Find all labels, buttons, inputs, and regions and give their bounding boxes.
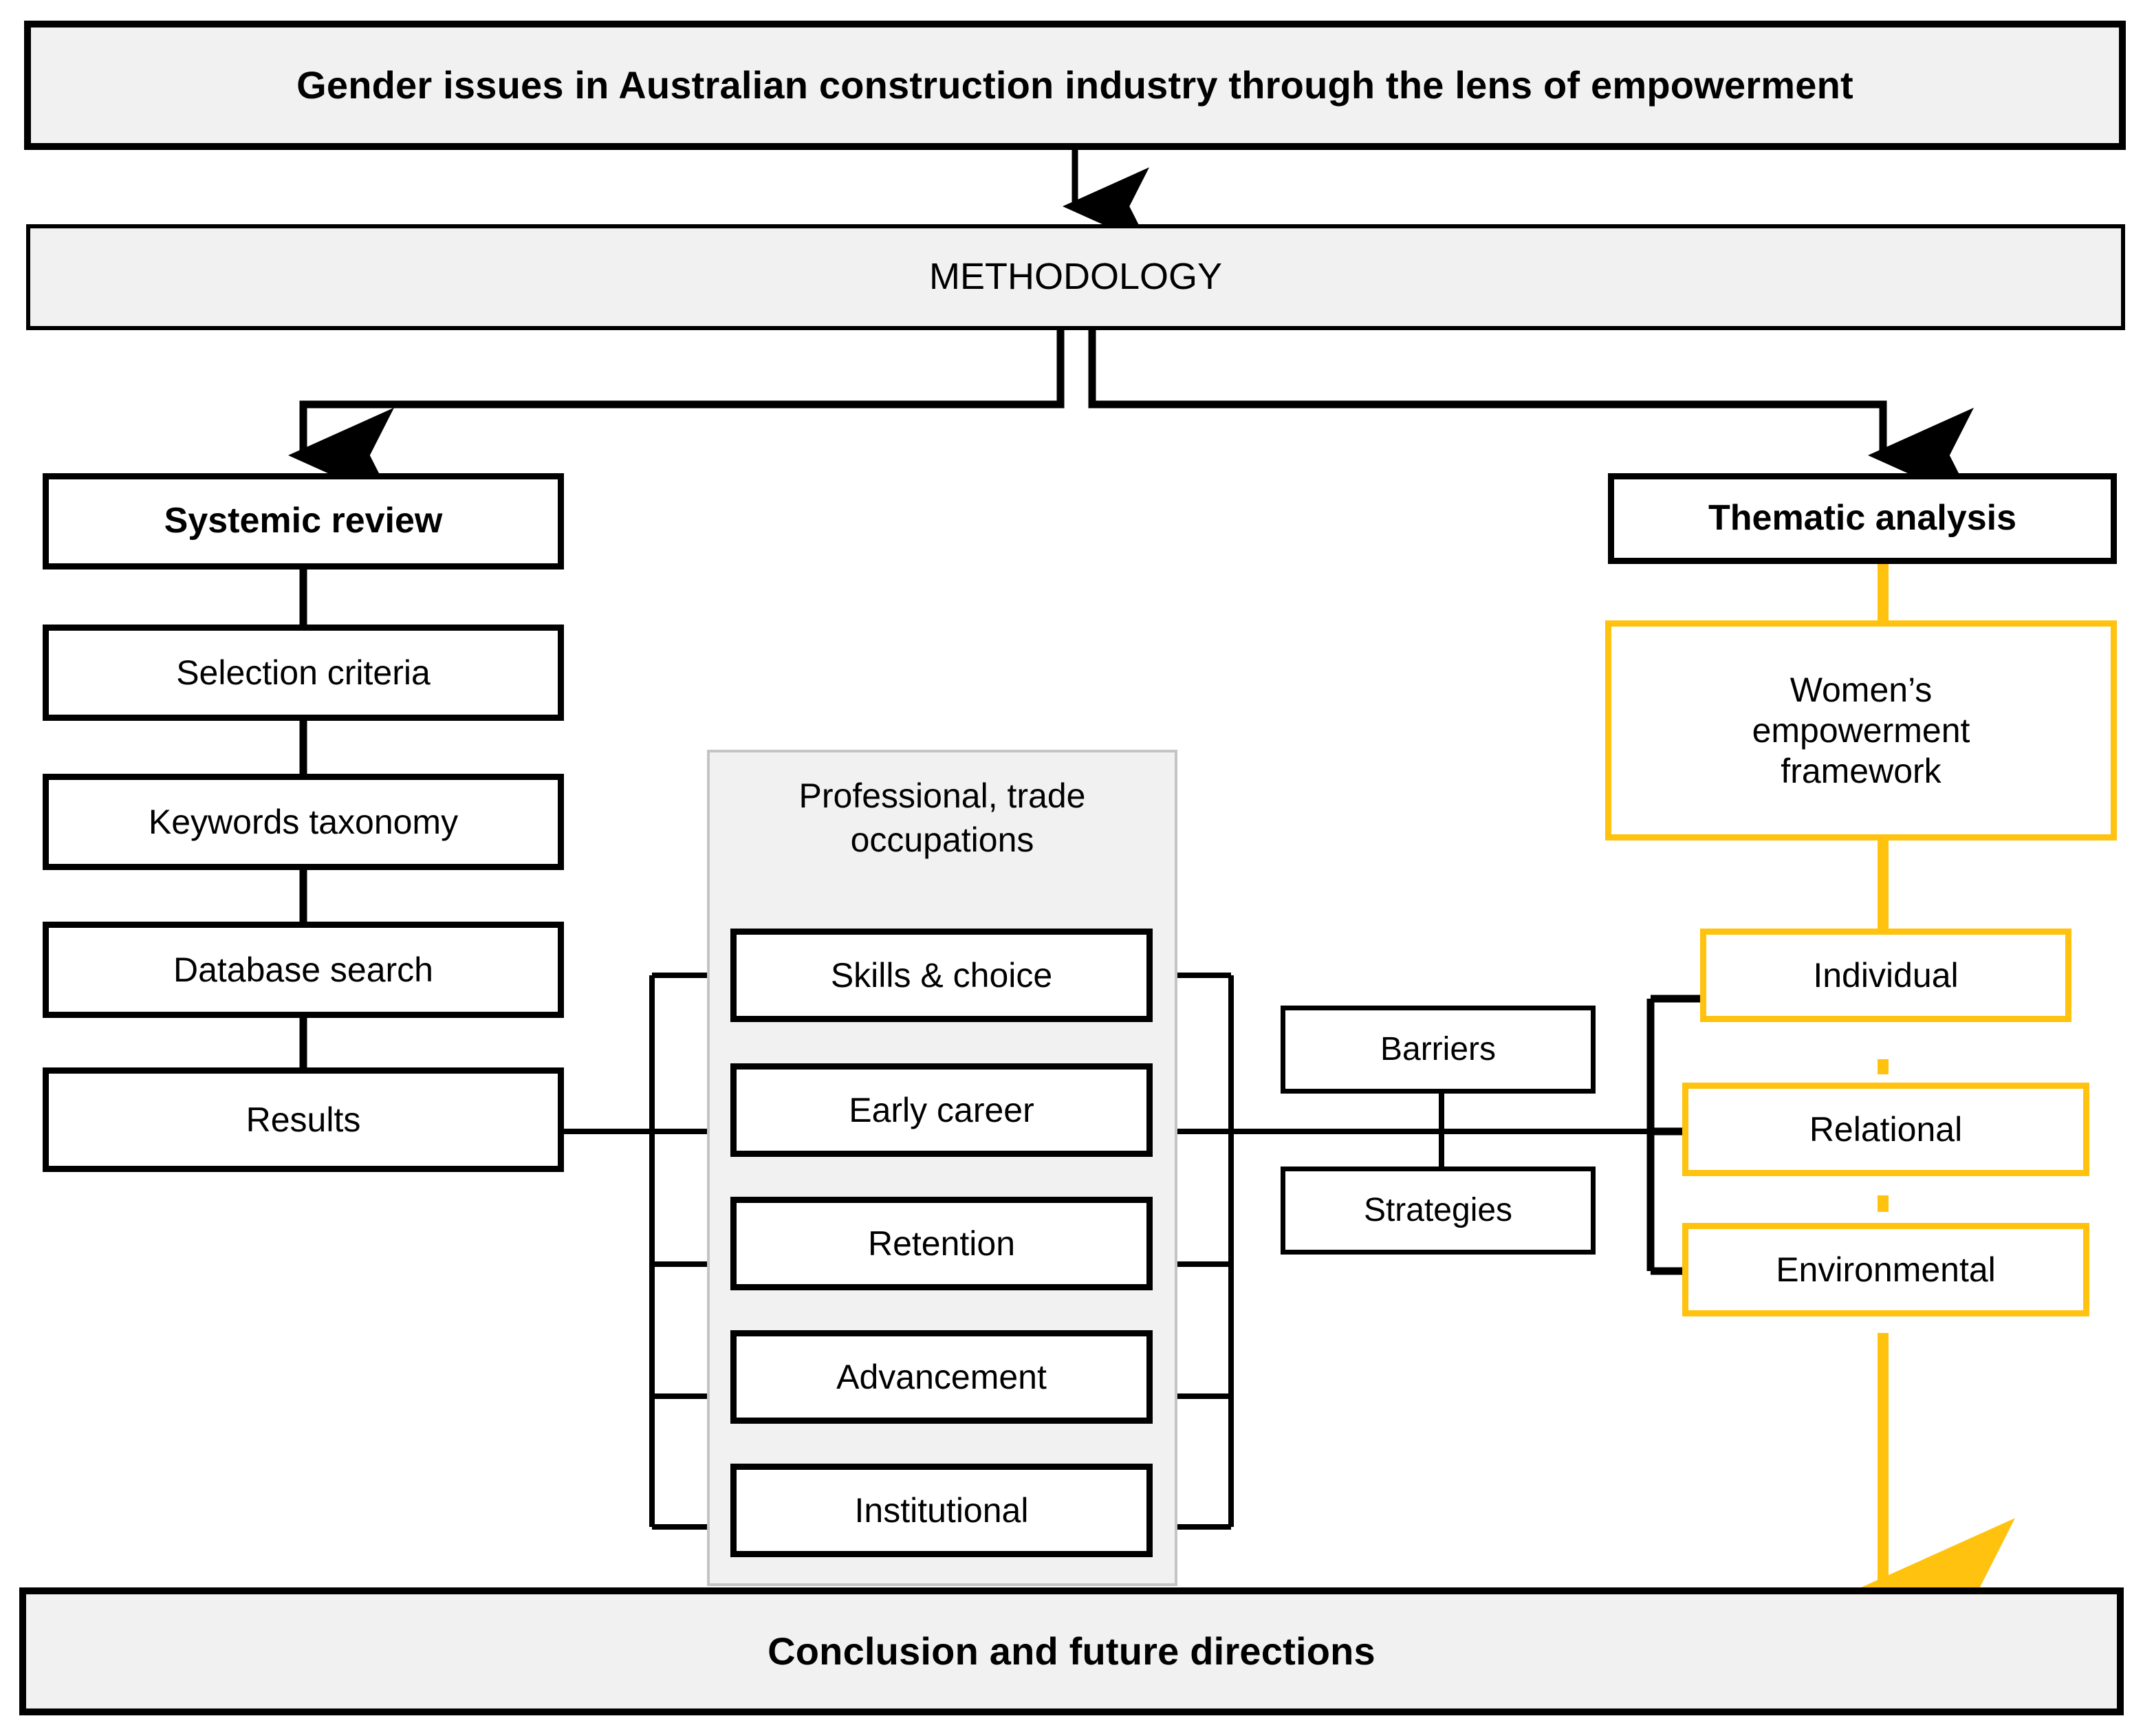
institutional-label: Institutional: [854, 1490, 1029, 1530]
conclusion-banner: Conclusion and future directions: [19, 1587, 2124, 1715]
node-institutional[interactable]: Institutional: [730, 1464, 1153, 1557]
node-environmental[interactable]: Environmental: [1682, 1223, 2089, 1316]
connector-results-to-occupations: [284, 973, 730, 1530]
node-thematic-analysis[interactable]: Thematic analysis: [1608, 473, 2117, 564]
individual-label: Individual: [1813, 955, 1959, 995]
womens-empowerment-framework-label: Women’s empowerment framework: [1752, 670, 1970, 790]
early-career-label: Early career: [849, 1090, 1034, 1129]
node-retention[interactable]: Retention: [730, 1197, 1153, 1290]
systemic-review-label: Systemic review: [164, 501, 443, 541]
methodology-banner: METHODOLOGY: [26, 224, 2125, 330]
professional-trade-occupations-title: Professional, trade occupations: [798, 777, 1086, 859]
node-individual[interactable]: Individual: [1700, 929, 2071, 1022]
conclusion-label: Conclusion and future directions: [768, 1629, 1375, 1673]
skills-and-choice-label: Skills & choice: [830, 955, 1053, 995]
page-title: Gender issues in Australian construction…: [296, 63, 1853, 107]
barriers-label: Barriers: [1380, 1030, 1497, 1067]
node-keywords-taxonomy[interactable]: Keywords taxonomy: [43, 774, 564, 870]
selection-criteria-label: Selection criteria: [176, 653, 431, 692]
connector-methodology-to-thematic-analysis: [1088, 330, 1974, 503]
strategies-label: Strategies: [1363, 1191, 1513, 1228]
thematic-analysis-label: Thematic analysis: [1708, 498, 2016, 539]
node-systemic-review[interactable]: Systemic review: [43, 473, 564, 569]
node-early-career[interactable]: Early career: [730, 1063, 1153, 1157]
node-selection-criteria[interactable]: Selection criteria: [43, 625, 564, 721]
keywords-taxonomy-label: Keywords taxonomy: [148, 802, 459, 841]
database-search-label: Database search: [173, 950, 433, 989]
node-strategies[interactable]: Strategies: [1281, 1167, 1596, 1255]
environmental-label: Environmental: [1776, 1250, 1996, 1289]
node-skills-and-choice[interactable]: Skills & choice: [730, 929, 1153, 1022]
node-results[interactable]: Results: [43, 1067, 564, 1172]
professional-trade-occupations-panel: [707, 750, 1177, 1586]
relational-label: Relational: [1809, 1109, 1963, 1149]
connector-methodology-to-systemic-review: [288, 330, 1065, 503]
advancement-label: Advancement: [836, 1357, 1047, 1396]
node-advancement[interactable]: Advancement: [730, 1330, 1153, 1424]
results-label: Results: [246, 1100, 361, 1139]
node-relational[interactable]: Relational: [1682, 1083, 2089, 1176]
node-barriers[interactable]: Barriers: [1281, 1006, 1596, 1094]
page-title-banner: Gender issues in Australian construction…: [24, 21, 2126, 150]
methodology-label: METHODOLOGY: [928, 256, 1223, 298]
node-womens-empowerment-framework[interactable]: Women’s empowerment framework: [1605, 620, 2117, 840]
node-database-search[interactable]: Database search: [43, 922, 564, 1018]
retention-label: Retention: [867, 1224, 1016, 1263]
